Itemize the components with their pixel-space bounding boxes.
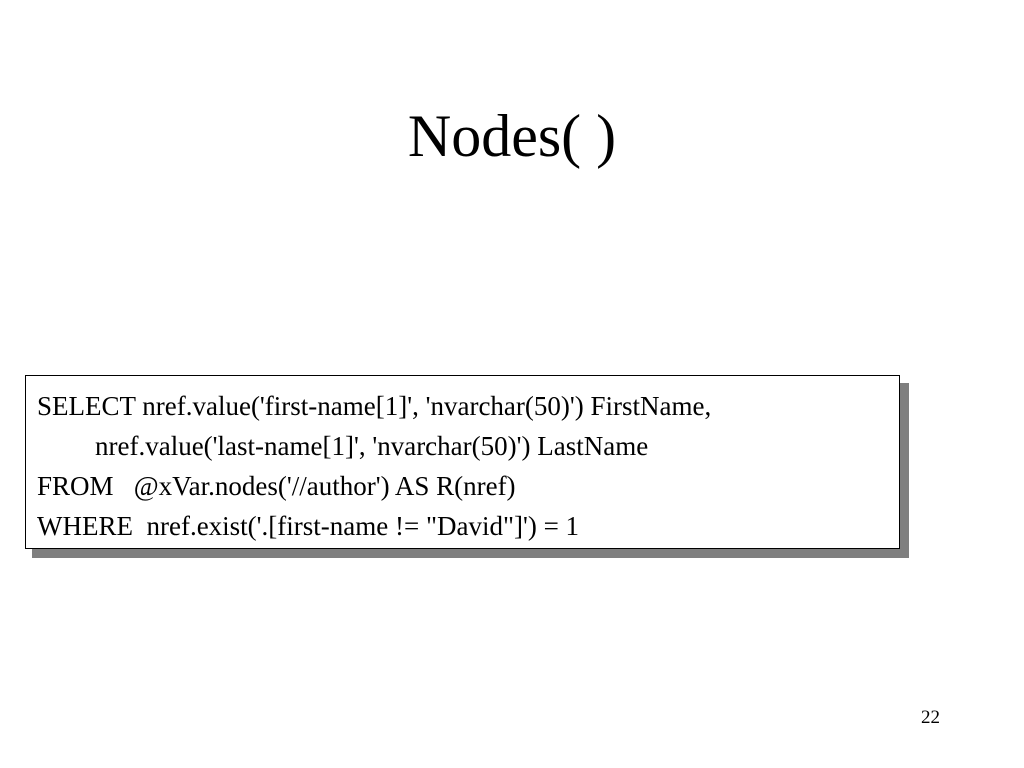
code-line-where: WHERE nref.exist('.[first-name != "David… [37, 511, 580, 541]
code-line-from: FROM @xVar.nodes('//author') AS R(nref) [37, 471, 516, 501]
code-box: SELECT nref.value('first-name[1]', 'nvar… [25, 375, 900, 549]
code-line-select: SELECT nref.value('first-name[1]', 'nvar… [37, 391, 712, 421]
code-line-select-continued: nref.value('last-name[1]', 'nvarchar(50)… [95, 431, 649, 461]
page-number: 22 [921, 707, 940, 728]
slide-title: Nodes( ) [407, 103, 617, 169]
